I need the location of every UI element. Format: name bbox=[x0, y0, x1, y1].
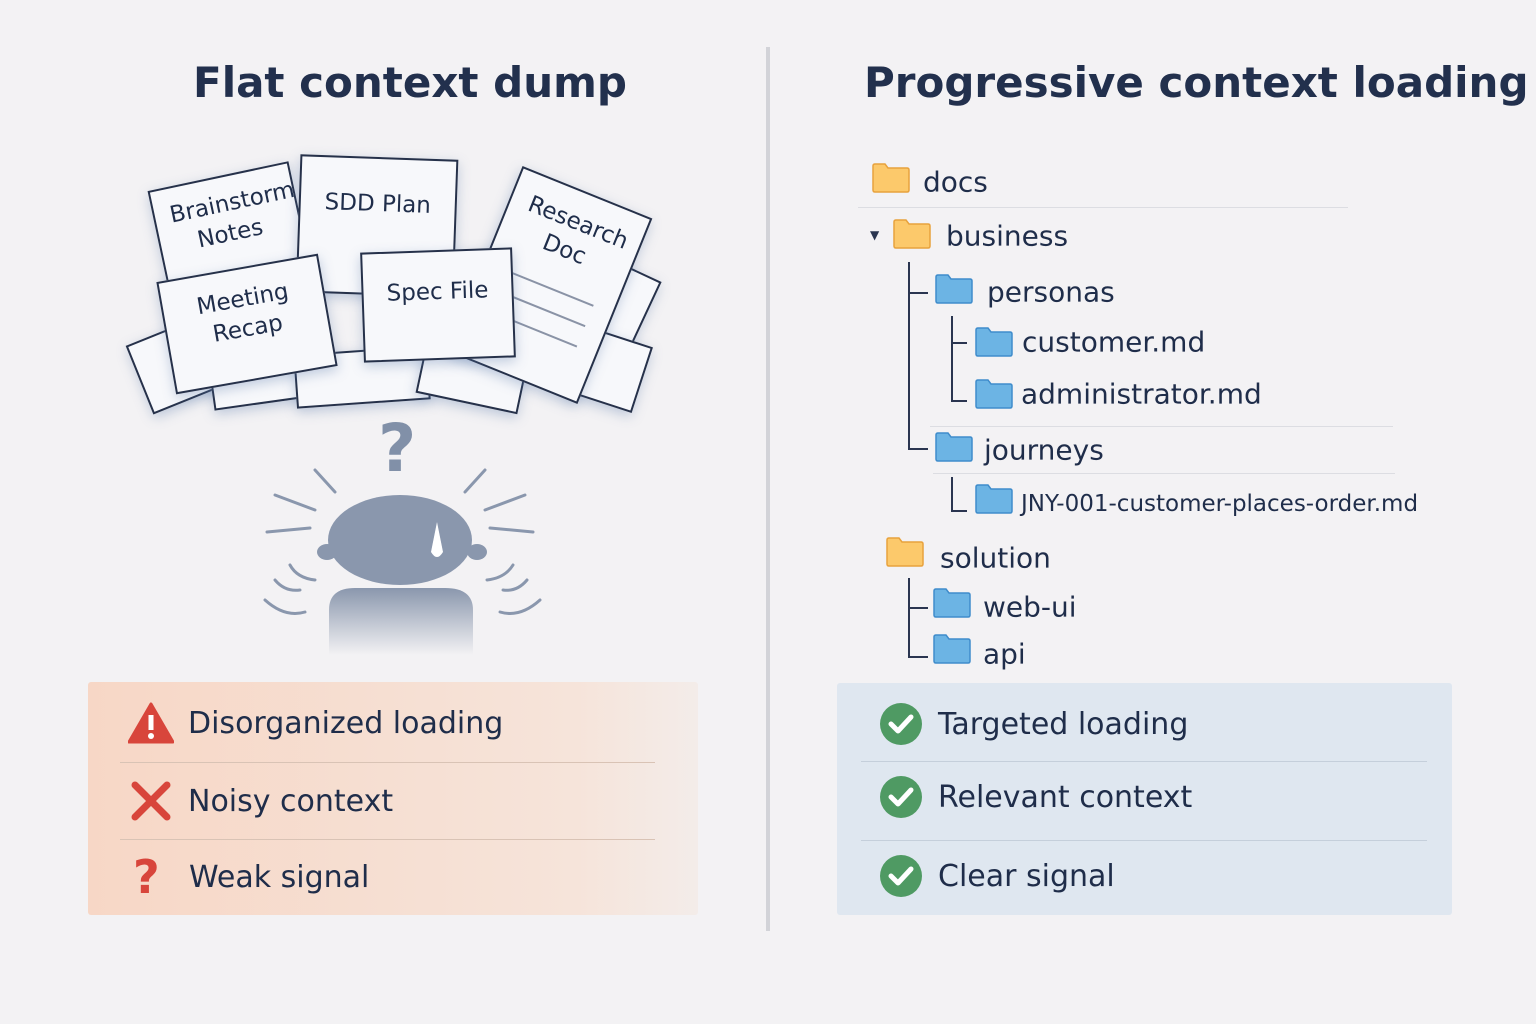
tree-item-personas[interactable]: personas bbox=[987, 275, 1115, 309]
tree-item-journeys[interactable]: journeys bbox=[984, 433, 1104, 467]
expand-triangle-icon[interactable]: ▼ bbox=[870, 228, 880, 242]
separator bbox=[930, 426, 1393, 427]
issue-row: ? Weak signal bbox=[88, 838, 698, 916]
separator bbox=[933, 473, 1395, 474]
divider bbox=[766, 47, 770, 931]
folder-icon bbox=[872, 163, 910, 193]
folder-icon bbox=[933, 588, 971, 618]
tree-item-solution[interactable]: solution bbox=[940, 541, 1051, 575]
doc-label: Spec File bbox=[386, 277, 489, 307]
confused-person-icon bbox=[263, 468, 542, 655]
tree-line bbox=[908, 578, 910, 657]
tree-item-web-ui[interactable]: web-ui bbox=[983, 590, 1077, 624]
tree-line bbox=[908, 656, 928, 658]
benefit-row: Relevant context bbox=[837, 758, 1452, 836]
right-title: Progressive context loading bbox=[864, 58, 1529, 107]
tree-line bbox=[951, 477, 953, 511]
issue-label: Disorganized loading bbox=[188, 705, 504, 741]
tree-item-business[interactable]: business bbox=[946, 219, 1069, 253]
question-icon: ? bbox=[133, 850, 160, 904]
doc-spec-file: Spec File bbox=[360, 247, 516, 363]
tree-item-docs[interactable]: docs bbox=[923, 165, 988, 199]
separator bbox=[120, 839, 655, 840]
file-icon bbox=[975, 484, 1013, 514]
file-icon bbox=[975, 379, 1013, 409]
check-circle-icon bbox=[880, 776, 922, 818]
doc-label: Research Doc bbox=[524, 191, 632, 271]
tree-item-jny[interactable]: JNY-001-customer-places-order.md bbox=[1021, 491, 1419, 517]
tree-item-administrator[interactable]: administrator.md bbox=[1021, 377, 1262, 411]
tree-line bbox=[908, 607, 928, 609]
separator bbox=[861, 840, 1427, 841]
issue-label: Weak signal bbox=[189, 859, 370, 895]
tree-line bbox=[908, 448, 928, 450]
benefit-label: Clear signal bbox=[938, 858, 1115, 894]
benefit-label: Relevant context bbox=[938, 779, 1193, 815]
issue-row: Noisy context bbox=[88, 762, 698, 840]
issue-row: Disorganized loading bbox=[88, 684, 698, 762]
warning-icon bbox=[128, 702, 174, 744]
tree-line bbox=[951, 510, 967, 512]
doc-label: SDD Plan bbox=[324, 189, 432, 219]
tree-line bbox=[951, 316, 953, 401]
tree-line bbox=[908, 292, 928, 294]
check-circle-icon bbox=[880, 703, 922, 745]
issue-label: Noisy context bbox=[188, 783, 394, 819]
x-icon bbox=[131, 781, 171, 821]
issues-panel: Disorganized loading Noisy context ? Wea… bbox=[88, 682, 698, 915]
folder-icon bbox=[935, 274, 973, 304]
question-mark: ? bbox=[378, 410, 417, 487]
separator bbox=[858, 207, 1348, 208]
left-title: Flat context dump bbox=[193, 58, 627, 107]
folder-icon bbox=[886, 537, 924, 567]
benefit-row: Clear signal bbox=[837, 837, 1452, 915]
folder-icon bbox=[893, 219, 931, 249]
check-circle-icon bbox=[880, 855, 922, 897]
folder-icon bbox=[935, 432, 973, 462]
folder-icon bbox=[933, 634, 971, 664]
tree-line bbox=[951, 342, 967, 344]
tree-line bbox=[908, 262, 910, 449]
benefit-row: Targeted loading bbox=[837, 685, 1452, 763]
tree-item-api[interactable]: api bbox=[983, 637, 1026, 671]
separator bbox=[861, 761, 1427, 762]
doc-label: Meeting Recap bbox=[194, 278, 291, 348]
benefits-panel: Targeted loading Relevant context Clear … bbox=[837, 683, 1452, 915]
benefit-label: Targeted loading bbox=[938, 706, 1189, 742]
doc-label: Brainstorm Notes bbox=[167, 176, 297, 254]
tree-line bbox=[951, 400, 967, 402]
file-icon bbox=[975, 327, 1013, 357]
tree-item-customer[interactable]: customer.md bbox=[1022, 325, 1206, 359]
separator bbox=[120, 762, 655, 763]
